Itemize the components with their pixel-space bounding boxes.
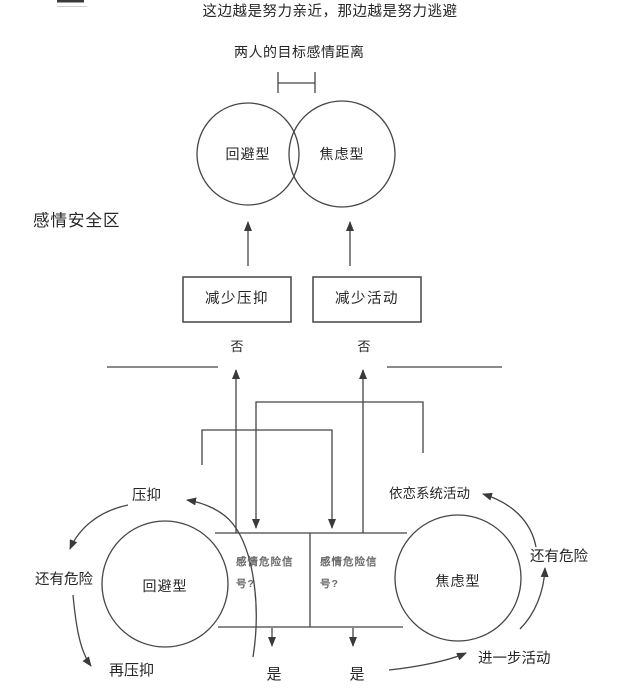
upper-anxious-circle	[288, 100, 396, 208]
no-label-left: 否	[230, 339, 244, 354]
arc-further-activity-to-still-danger-right	[519, 567, 549, 630]
upper-avoidant-circle	[196, 102, 300, 206]
danger-signal-right: 感情危险信号?	[320, 556, 378, 591]
distance-marker	[277, 72, 316, 93]
resuppress-label: 再压抑	[109, 662, 155, 679]
target-distance-label: 两人的目标感情距离	[234, 44, 365, 60]
further-activity-label: 进一步活动	[478, 651, 551, 667]
arc-still-danger-to-resuppress	[72, 594, 92, 667]
arc-suppression-to-still-danger-left	[69, 504, 129, 550]
lower-avoidant-label: 回避型	[142, 578, 188, 594]
arc-still-danger-to-attachment-activity	[482, 492, 537, 548]
lower-avoidant-circle	[101, 520, 229, 648]
still-danger-right-label: 还有危险	[530, 549, 588, 565]
still-danger-left-label: 还有危险	[35, 572, 93, 588]
cropped-edge-artifact-faint	[57, 6, 87, 7]
bracket-attachment-to-left-cell	[252, 401, 424, 529]
diagram-title: 这边越是努力亲近，那边越是努力逃避	[202, 4, 458, 20]
attachment-activity-label: 依恋系统活动	[389, 486, 470, 501]
arc-yes-to-suppression	[186, 497, 257, 658]
yes-label-left: 是	[266, 666, 282, 683]
reduce-activity-box	[312, 276, 422, 323]
reduce-suppression-label: 减少压抑	[205, 291, 269, 308]
no-label-right: 否	[357, 339, 371, 354]
reduce-suppression-box	[182, 276, 292, 323]
upper-anxious-label: 焦虑型	[319, 146, 365, 162]
bracket-suppression-to-right-cell	[201, 429, 336, 529]
upper-avoidant-label: 回避型	[225, 146, 271, 162]
yes-label-right: 是	[349, 666, 365, 683]
arc-yes-to-further-activity	[388, 652, 467, 671]
danger-signal-left: 感情危险信号?	[236, 556, 294, 591]
suppression-label: 压抑	[132, 488, 161, 504]
safety-zone-label: 感情安全区	[33, 212, 121, 230]
lower-anxious-circle	[394, 514, 522, 642]
cropped-edge-artifact	[57, 0, 84, 3]
lower-anxious-label: 焦虑型	[435, 573, 481, 589]
reduce-activity-label: 减少活动	[335, 291, 399, 308]
